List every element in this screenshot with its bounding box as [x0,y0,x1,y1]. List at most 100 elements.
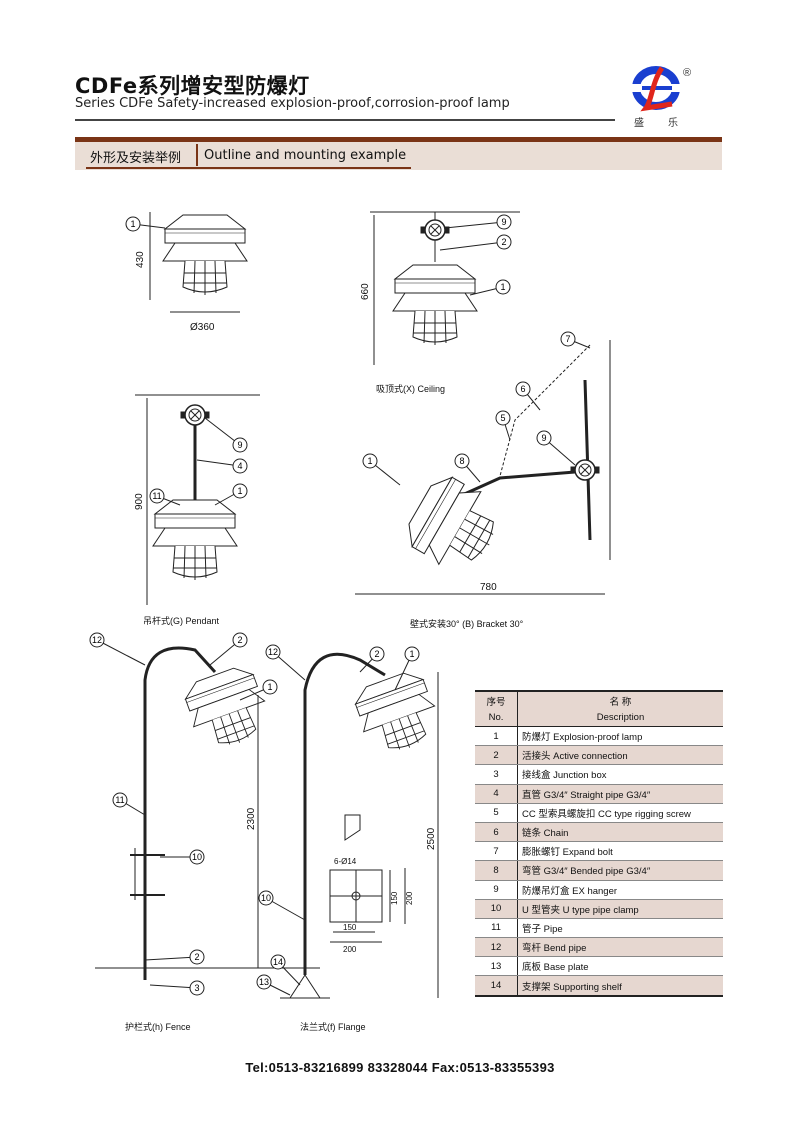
callout-number: 14 [273,957,283,967]
caption-ceiling: 吸顶式(X) Ceiling [376,383,445,394]
callout-number: 1 [267,682,272,692]
part-description: 管子 Pipe [517,918,723,939]
part-number: 10 [475,899,518,919]
plate-holes: 6-Ø14 [334,857,357,866]
callout-number: 2 [194,952,199,962]
part-number: 8 [475,860,518,881]
plate-dim: 150 [343,923,357,932]
callout-number: 2 [501,237,506,247]
header-desc-en: Description [517,709,723,727]
callout-number: 5 [500,413,505,423]
callout-number: 8 [459,456,464,466]
plate-dim: 200 [405,891,414,905]
callout-fence: 11 [112,792,146,816]
caption-flange: 法兰式(f) Flange [300,1021,366,1032]
callout-ceiling: 2 [439,234,512,251]
callout-flange: 14 [270,954,301,986]
brand-logo: ® 盛 乐 [628,64,700,130]
dim-height: 2300 [246,807,257,830]
part-description: U 型管夹 U type pipe clamp [517,899,723,919]
section-band [75,142,722,170]
header-no-cn: 序号 [475,691,518,709]
part-number: 3 [475,764,518,785]
callout-fence: 1 [239,679,278,701]
part-number: 6 [475,822,518,843]
dim-diameter: Ø360 [190,322,215,333]
callout-number: 1 [500,282,505,292]
part-number: 1 [475,726,518,747]
callout-number: 4 [237,461,242,471]
caption-fence: 护栏式(h) Fence [125,1021,191,1032]
part-number: 5 [475,803,518,823]
callout-pendant: 1 [214,483,248,506]
part-number: 2 [475,745,518,766]
page-title: CDFe系列增安型防爆灯 [75,74,310,98]
callout-number: 1 [130,219,135,229]
dim-height: 430 [135,251,146,268]
part-number: 11 [475,918,518,939]
callout-number: 12 [92,635,102,645]
callout-fence: 10 [160,849,205,865]
caption-bracket: 壁式安装30° (B) Bracket 30° [410,618,524,629]
dim-width: 780 [480,582,497,593]
mounting-drawings: 430 Ø360 660 吸顶式(X) Ceiling 900 吊杆式(G) P… [89,211,611,1032]
callout-number: 7 [565,334,570,344]
callout-number: 2 [237,635,242,645]
callout-flange: 12 [265,644,306,681]
callout-pendant: 11 [149,488,181,506]
contact-footer: Tel:0513-83216899 83328044 Fax:0513-8335… [245,1060,555,1075]
callout-bracket: 5 [495,410,511,441]
callout-number: 1 [237,486,242,496]
page-subtitle: Series CDFe Safety-increased explosion-p… [75,96,510,111]
part-description: 膨胀螺钉 Expand bolt [517,841,723,862]
svg-text:®: ® [683,67,691,79]
section-label-cn: 外形及安装举例 [90,151,182,166]
callout-number: 13 [259,977,269,987]
part-description: 支撑架 Supporting shelf [517,975,723,997]
part-number: 9 [475,880,518,900]
callout-number: 9 [501,217,506,227]
header-no-en: No. [475,709,518,727]
callout-flange: 10 [258,890,306,921]
callout-number: 11 [152,491,161,501]
callout-number: 2 [374,649,379,659]
callout-number: 1 [409,649,414,659]
callout-fence: 2 [144,949,205,965]
callout-flange: 13 [256,974,291,996]
part-number: 13 [475,956,518,977]
callout-number: 9 [237,440,242,450]
callout-fence: 12 [89,632,146,666]
part-description: CC 型索具螺旋扣 CC type rigging screw [517,803,723,823]
callout-pendant: 4 [196,458,248,474]
dim-height: 900 [134,493,145,510]
callout-bracket: 9 [536,430,576,466]
callout-number: 1 [367,456,372,466]
part-description: 接线盒 Junction box [517,764,723,785]
header-divider [75,119,615,121]
part-number: 7 [475,841,518,862]
callout-flange: 1 [394,646,420,691]
callout-number: 10 [261,893,271,903]
section-bar [75,137,722,142]
part-description: 防爆灯 Explosion-proof lamp [517,726,723,747]
dim-height: 2500 [426,827,437,850]
part-description: 活接头 Active connection [517,745,723,766]
callout-bracket: 8 [454,453,481,483]
callout-bracket: 1 [362,453,401,486]
callout-number: 3 [194,983,199,993]
section-separator [196,144,198,166]
part-description: 弯杆 Bend pipe [517,937,723,958]
